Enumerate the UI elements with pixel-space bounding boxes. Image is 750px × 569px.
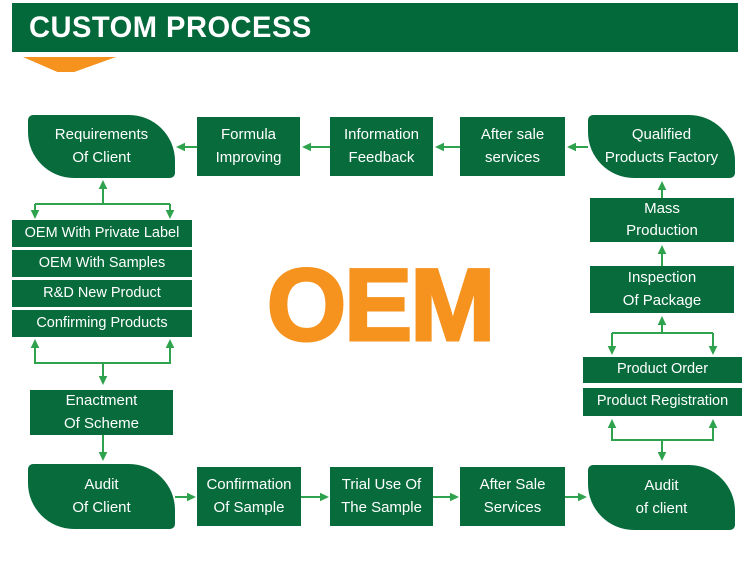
- node-inspection-of-package: Inspection Of Package: [590, 266, 734, 313]
- arrow-mass-to-qualified: [657, 181, 667, 198]
- node-confirmation-of-sample: Confirmation Of Sample: [197, 467, 301, 526]
- node-trial-use-of-sample: Trial Use Of The Sample: [330, 467, 433, 526]
- arrow-enactment-to-audit: [98, 435, 108, 461]
- arrow-information-to-formula: [302, 142, 330, 152]
- header-banner: CUSTOM PROCESS: [12, 3, 738, 52]
- connector-stack-enactment: [30, 339, 175, 385]
- node-information-feedback: Information Feedback: [330, 117, 433, 176]
- node-qualified-products-factory: Qualified Products Factory: [588, 115, 735, 178]
- ribbon-fold-shape: [23, 57, 116, 72]
- arrow-qualified-to-aftersale: [567, 142, 588, 152]
- arrow-aftersale-to-information: [435, 142, 460, 152]
- node-product-registration: Product Registration: [583, 388, 742, 416]
- node-product-order: Product Order: [583, 357, 742, 383]
- node-oem-with-private-label: OEM With Private Label: [12, 220, 192, 247]
- node-oem-with-samples: OEM With Samples: [12, 250, 192, 277]
- node-enactment-of-scheme: Enactment Of Scheme: [30, 390, 173, 435]
- arrow-trial-to-aftersale: [433, 492, 459, 502]
- node-after-sale-services-top: After sale services: [460, 117, 565, 176]
- connector-inspection-productorder: [607, 316, 718, 355]
- page-title: CUSTOM PROCESS: [29, 10, 312, 44]
- node-audit-of-client-right: Audit of client: [588, 465, 735, 530]
- oem-center-label: OEM: [265, 248, 496, 362]
- connector-requirements-stack: [30, 180, 175, 219]
- arrow-formula-to-requirements: [176, 142, 197, 152]
- arrow-auditleft-to-confirmation: [175, 492, 196, 502]
- node-after-sale-services-bottom: After Sale Services: [460, 467, 565, 526]
- node-formula-improving: Formula Improving: [197, 117, 300, 176]
- node-confirming-products: Confirming Products: [12, 310, 192, 337]
- node-mass-production: Mass Production: [590, 198, 734, 242]
- node-requirements-of-client: Requirements Of Client: [28, 115, 175, 178]
- connector-registration-audit: [607, 419, 718, 461]
- node-rd-new-product: R&D New Product: [12, 280, 192, 307]
- arrow-aftersale-to-auditright: [565, 492, 587, 502]
- node-audit-of-client-left: Audit Of Client: [28, 464, 175, 529]
- arrow-confirmation-to-trial: [301, 492, 329, 502]
- arrow-inspection-to-mass: [657, 245, 667, 266]
